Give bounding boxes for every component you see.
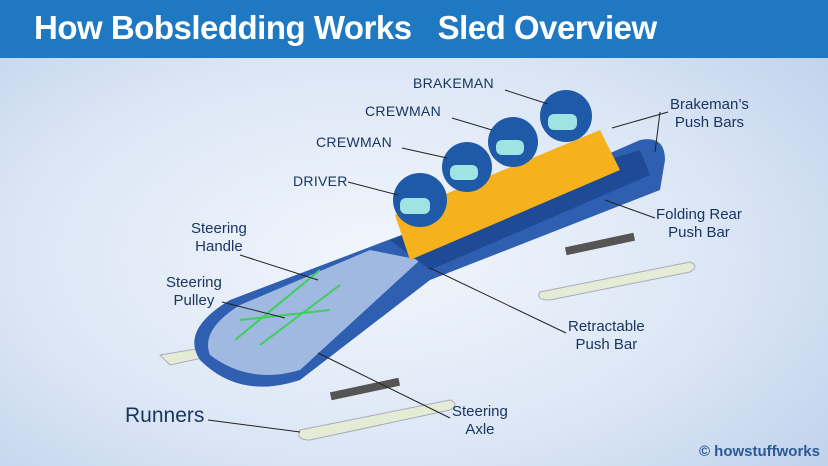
label-runners: Runners: [125, 404, 205, 427]
title-bar: How Bobsledding Works Sled Overview: [0, 0, 828, 58]
label-line: Folding Rear: [656, 206, 742, 223]
rear-runner: [538, 232, 696, 301]
label-crewman-front: CREWMAN: [316, 134, 392, 150]
label-line: Push Bar: [575, 336, 638, 353]
label-crewman-rear: CREWMAN: [365, 103, 441, 119]
label-steering-axle: Steering Axle: [452, 403, 508, 439]
label-line: Brakeman’s: [670, 96, 749, 113]
label-line: Push Bars: [674, 114, 745, 131]
label-brakemans-push-bars: Brakeman’s Push Bars: [670, 96, 749, 132]
label-line: Axle: [465, 421, 495, 438]
label-line: Retractable: [568, 318, 645, 335]
label-line: Pulley: [173, 292, 215, 309]
label-line: Handle: [195, 238, 243, 255]
label-folding-rear-push-bar: Folding Rear Push Bar: [656, 206, 742, 242]
leader-lines: [207, 89, 669, 433]
crew: [393, 90, 620, 260]
label-line: Steering: [191, 220, 247, 237]
label-line: Steering: [452, 403, 508, 420]
label-line: Push Bar: [668, 224, 730, 241]
label-brakeman: BRAKEMAN: [413, 75, 494, 91]
label-driver: DRIVER: [293, 173, 348, 189]
label-steering-handle: Steering Handle: [191, 220, 247, 256]
label-steering-pulley: Steering Pulley: [166, 274, 222, 310]
page-title: How Bobsledding Works Sled Overview: [34, 9, 657, 46]
howstuffworks-credit: © howstuffworks: [698, 443, 820, 460]
label-line: Steering: [166, 274, 222, 291]
label-retractable-push-bar: Retractable Push Bar: [568, 318, 645, 354]
